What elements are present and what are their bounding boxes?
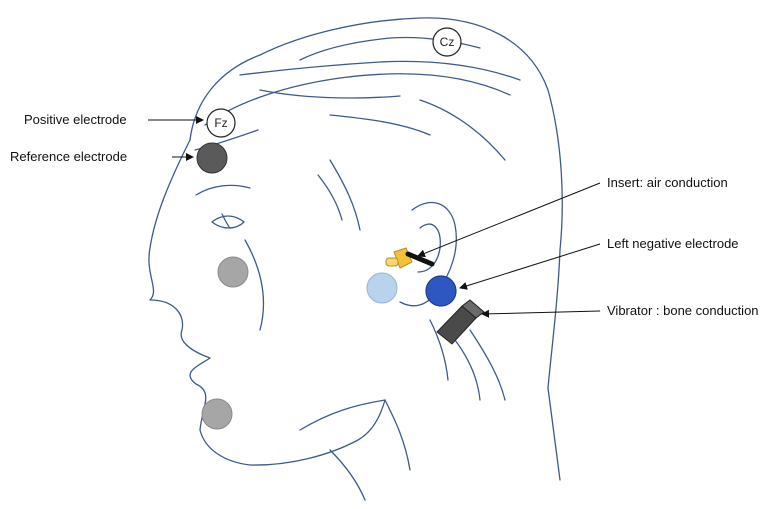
insert-earphone <box>386 248 432 268</box>
cz-electrode: Cz <box>433 28 461 56</box>
insert-label: Insert: air conduction <box>607 175 728 191</box>
cz-label: Cz <box>440 35 455 49</box>
bone-vibrator <box>437 300 484 344</box>
fz-label: Fz <box>214 116 227 130</box>
chin-electrode <box>202 399 232 429</box>
vibrator-label: Vibrator : bone conduction <box>607 303 759 319</box>
fz-electrode: Fz <box>207 109 235 137</box>
arrow-vibrator <box>482 311 600 314</box>
jaw <box>300 400 385 430</box>
arrow-left-negative <box>460 244 600 288</box>
positive-electrode-label: Positive electrode <box>24 112 127 128</box>
hair-outline <box>190 18 562 388</box>
cheek-electrode <box>218 257 248 287</box>
face-profile <box>149 140 385 465</box>
arrow-insert <box>418 183 600 256</box>
left-negative-electrode-label: Left negative electrode <box>607 236 739 252</box>
eyebrow <box>196 185 250 195</box>
neck-back <box>548 388 560 480</box>
reference-electrode-label: Reference electrode <box>10 149 127 165</box>
reference-electrode <box>197 143 227 173</box>
right-mastoid-electrode <box>367 273 397 303</box>
left-negative-electrode <box>426 276 456 306</box>
neck-line <box>385 400 410 470</box>
